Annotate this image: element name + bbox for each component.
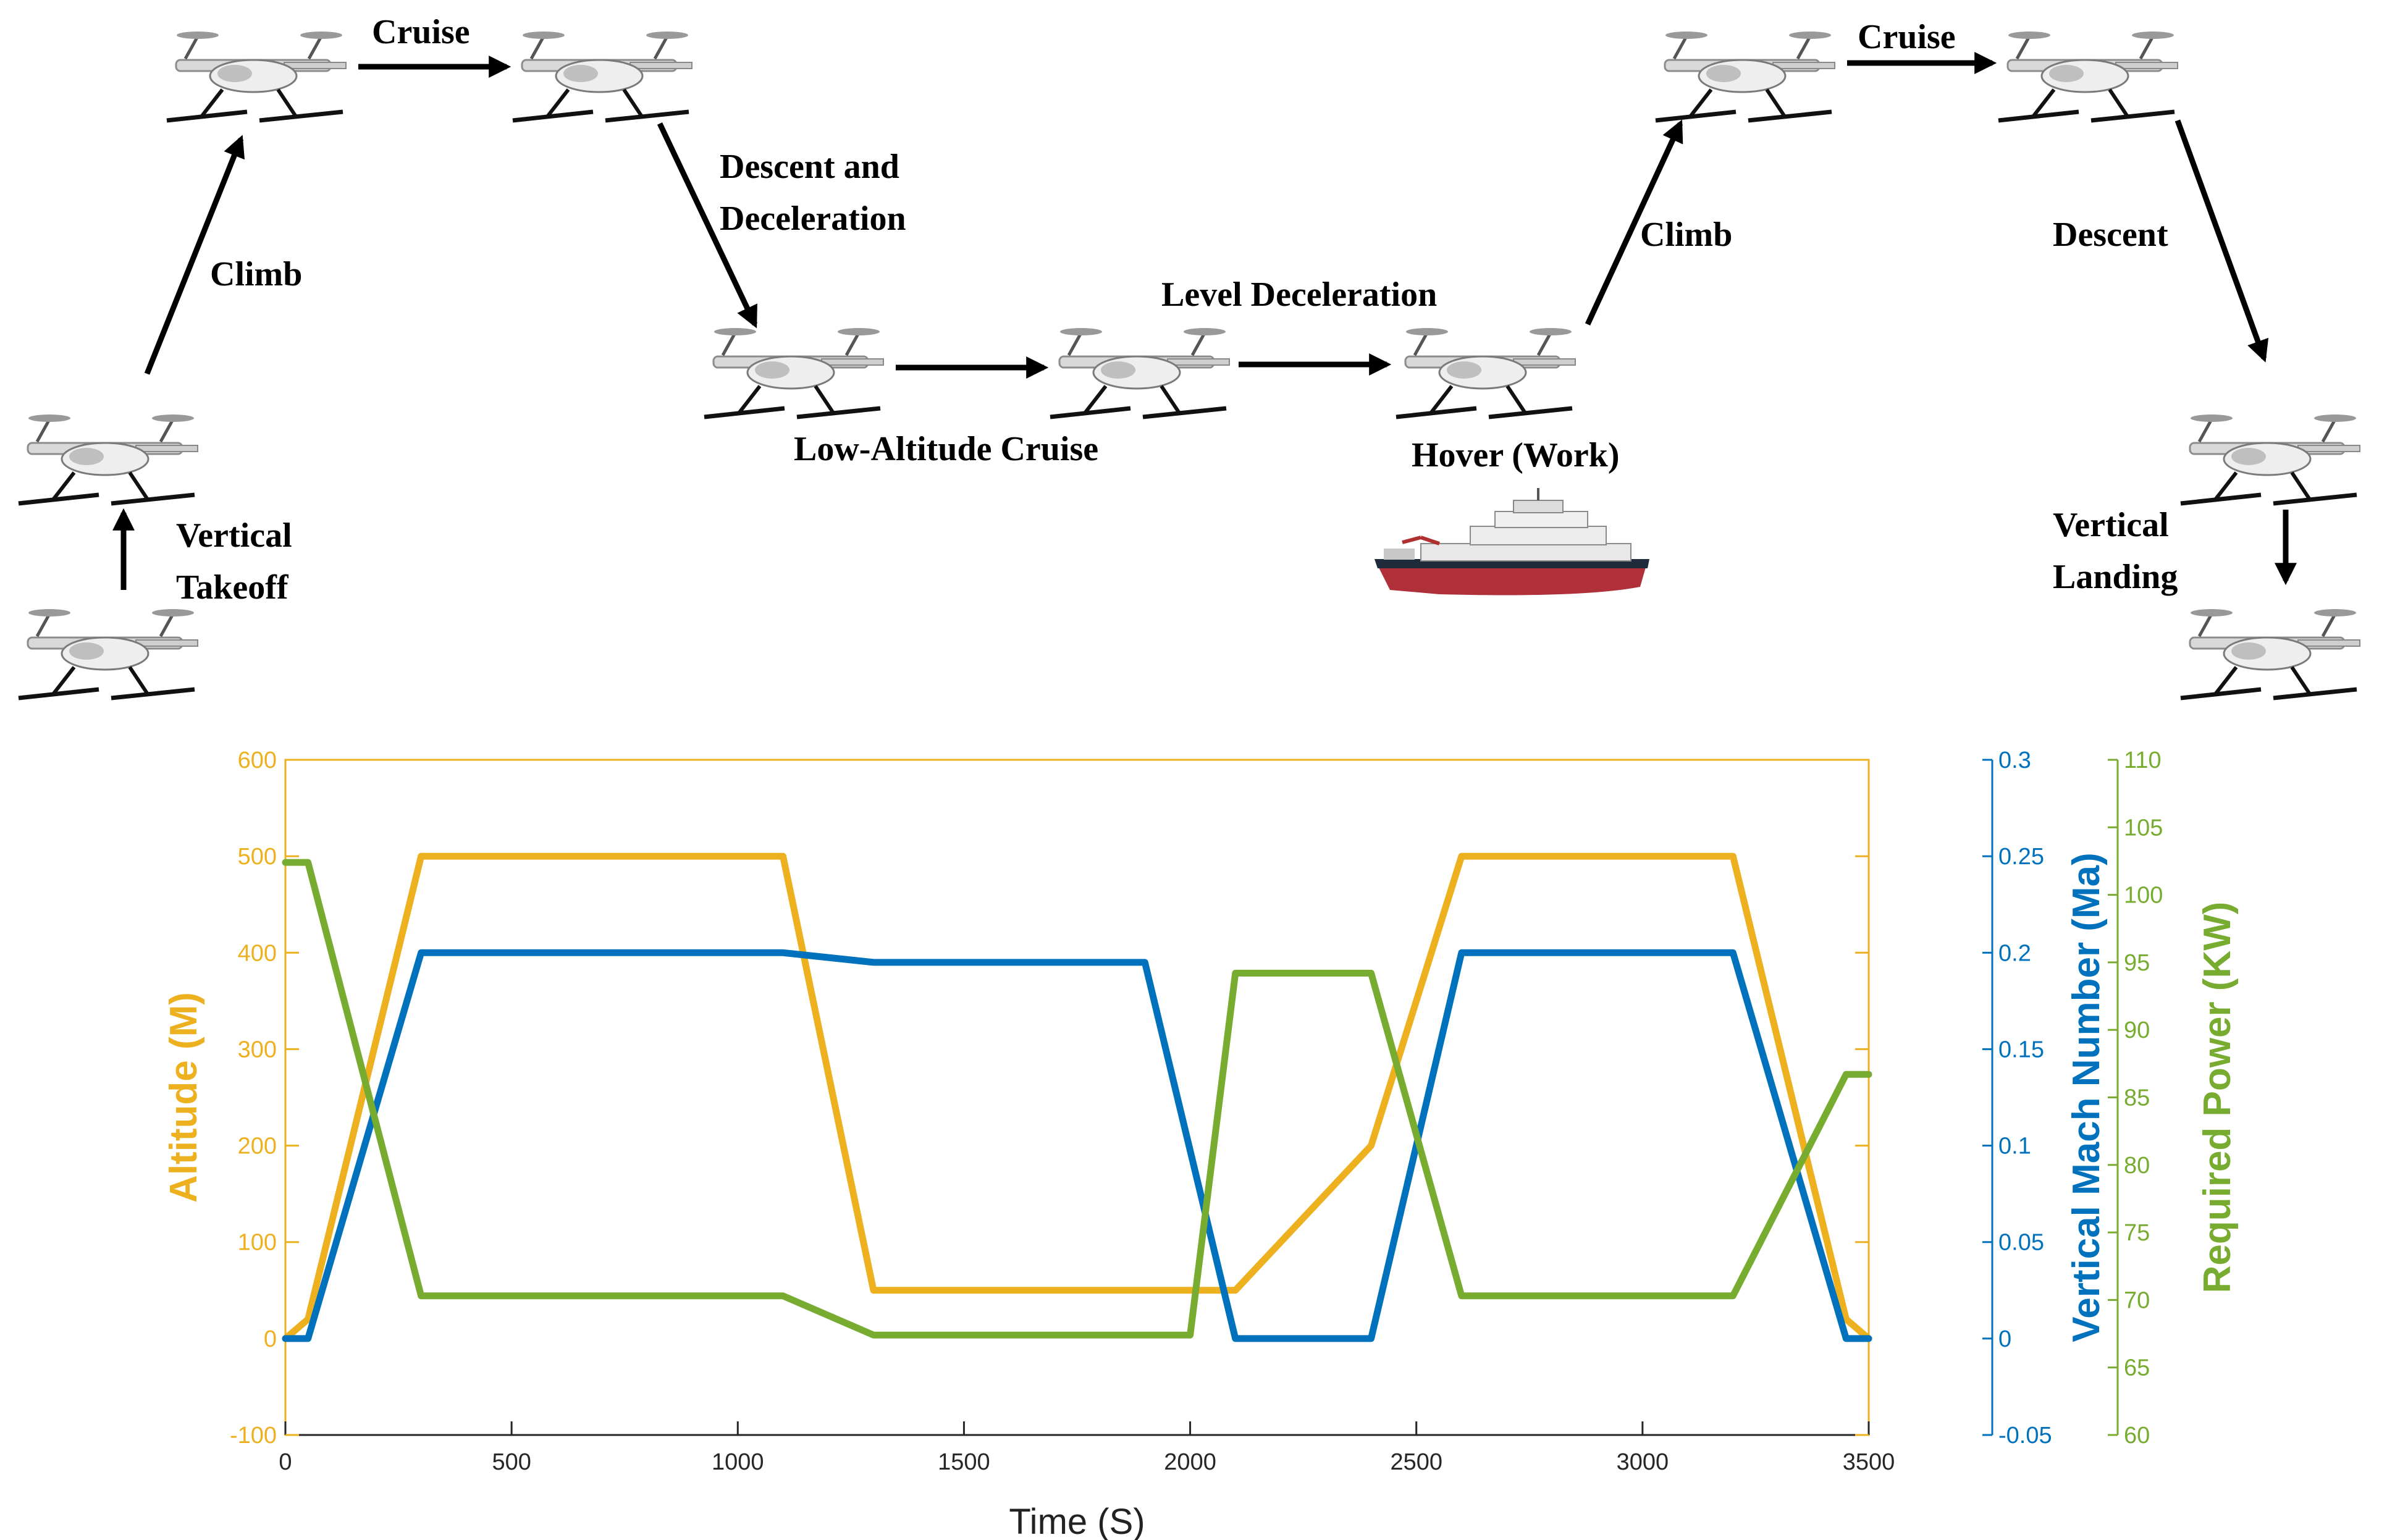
y-left-tick-label: 500 <box>238 844 277 870</box>
stage-label-cruise: Cruise <box>372 13 470 51</box>
y-right2-tick-label: 110 <box>2124 747 2162 773</box>
stage-label-descent: Descent <box>2053 216 2168 254</box>
y-right1-tick-label: 0 <box>1998 1326 2011 1352</box>
y-left-tick-label: 100 <box>238 1230 277 1256</box>
x-tick-label: 1500 <box>938 1449 990 1475</box>
flow-arrows <box>112 52 2297 590</box>
y-right2-tick-label: 75 <box>2124 1220 2150 1246</box>
stage-label-cruise: Cruise <box>1858 18 1956 56</box>
y-left-tick-label: 0 <box>264 1326 277 1352</box>
y-right1-axis-label: Vertical Mach Number (Ma) <box>2065 852 2108 1342</box>
y-right1-tick-label: 0.1 <box>1998 1134 2031 1159</box>
y-left-tick-label: -100 <box>230 1423 277 1449</box>
y-right2-tick-label: 80 <box>2124 1153 2150 1179</box>
y-right2-tick-label: 95 <box>2124 950 2150 976</box>
y-right2-tick-label: 85 <box>2124 1085 2150 1111</box>
drone-icon <box>1396 328 1575 417</box>
stage-label-hover-work: Hover (Work) <box>1412 436 1619 474</box>
stage-label-low-altitude-cruise: Low-Altitude Cruise <box>794 430 1098 468</box>
y-right1-tick-label: 0.3 <box>1998 747 2031 773</box>
x-tick-label: 2000 <box>1164 1449 1216 1475</box>
mach-series-line <box>282 949 1872 1342</box>
y-right1-tick-label: 0.05 <box>1998 1230 2044 1256</box>
y-right2-tick-label: 60 <box>2124 1423 2150 1449</box>
y-right2-tick-label: 90 <box>2124 1017 2150 1043</box>
y-left-tick-label: 600 <box>238 747 277 773</box>
drone-icon <box>2181 609 2360 698</box>
drone-icon <box>19 414 198 503</box>
y-right1-tick-label: -0.05 <box>1998 1423 2052 1449</box>
altitude-series-line <box>282 852 1872 1342</box>
stage-label-level-deceleration: Level Deceleration <box>1161 276 1437 314</box>
drone-icon <box>1998 32 2178 120</box>
drone-icon <box>704 328 883 417</box>
stage-label-climb: Climb <box>1640 216 1732 254</box>
y-right1-tick-label: 0.2 <box>1998 940 2031 966</box>
power-series-line <box>282 859 1872 1339</box>
y-right2-tick-label: 65 <box>2124 1355 2150 1381</box>
x-tick-label: 3000 <box>1617 1449 1669 1475</box>
x-tick-label: 2500 <box>1390 1449 1442 1475</box>
drone-icon <box>513 32 692 120</box>
y-left-tick-label: 200 <box>238 1134 277 1159</box>
stage-label-climb: Climb <box>210 255 302 293</box>
x-tick-label: 500 <box>492 1449 531 1475</box>
y-right1-tick-label: 0.15 <box>1998 1037 2044 1062</box>
y-left-tick-label: 300 <box>238 1037 277 1062</box>
y-right2-tick-label: 100 <box>2124 883 2163 909</box>
x-axis-label: Time (S) <box>1009 1502 1145 1540</box>
y-right2-tick-label: 105 <box>2124 815 2163 841</box>
y-left-axis-label: Altitude (M) <box>162 992 205 1203</box>
x-tick-label: 3500 <box>1843 1449 1895 1475</box>
drone-icon <box>1050 328 1229 417</box>
drone-icon <box>19 609 198 698</box>
drone-icon <box>1656 32 1835 120</box>
y-right2-tick-label: 70 <box>2124 1287 2150 1313</box>
x-tick-label: 0 <box>279 1449 292 1475</box>
drone-icon <box>2181 414 2360 503</box>
ship-icon <box>1375 488 1649 595</box>
y-right2-axis-label: Required Power (KW) <box>2196 902 2239 1294</box>
drone-icon <box>167 32 346 120</box>
y-left-tick-label: 400 <box>238 940 277 966</box>
x-tick-label: 1000 <box>712 1449 764 1475</box>
y-right1-tick-label: 0.25 <box>1998 844 2044 870</box>
